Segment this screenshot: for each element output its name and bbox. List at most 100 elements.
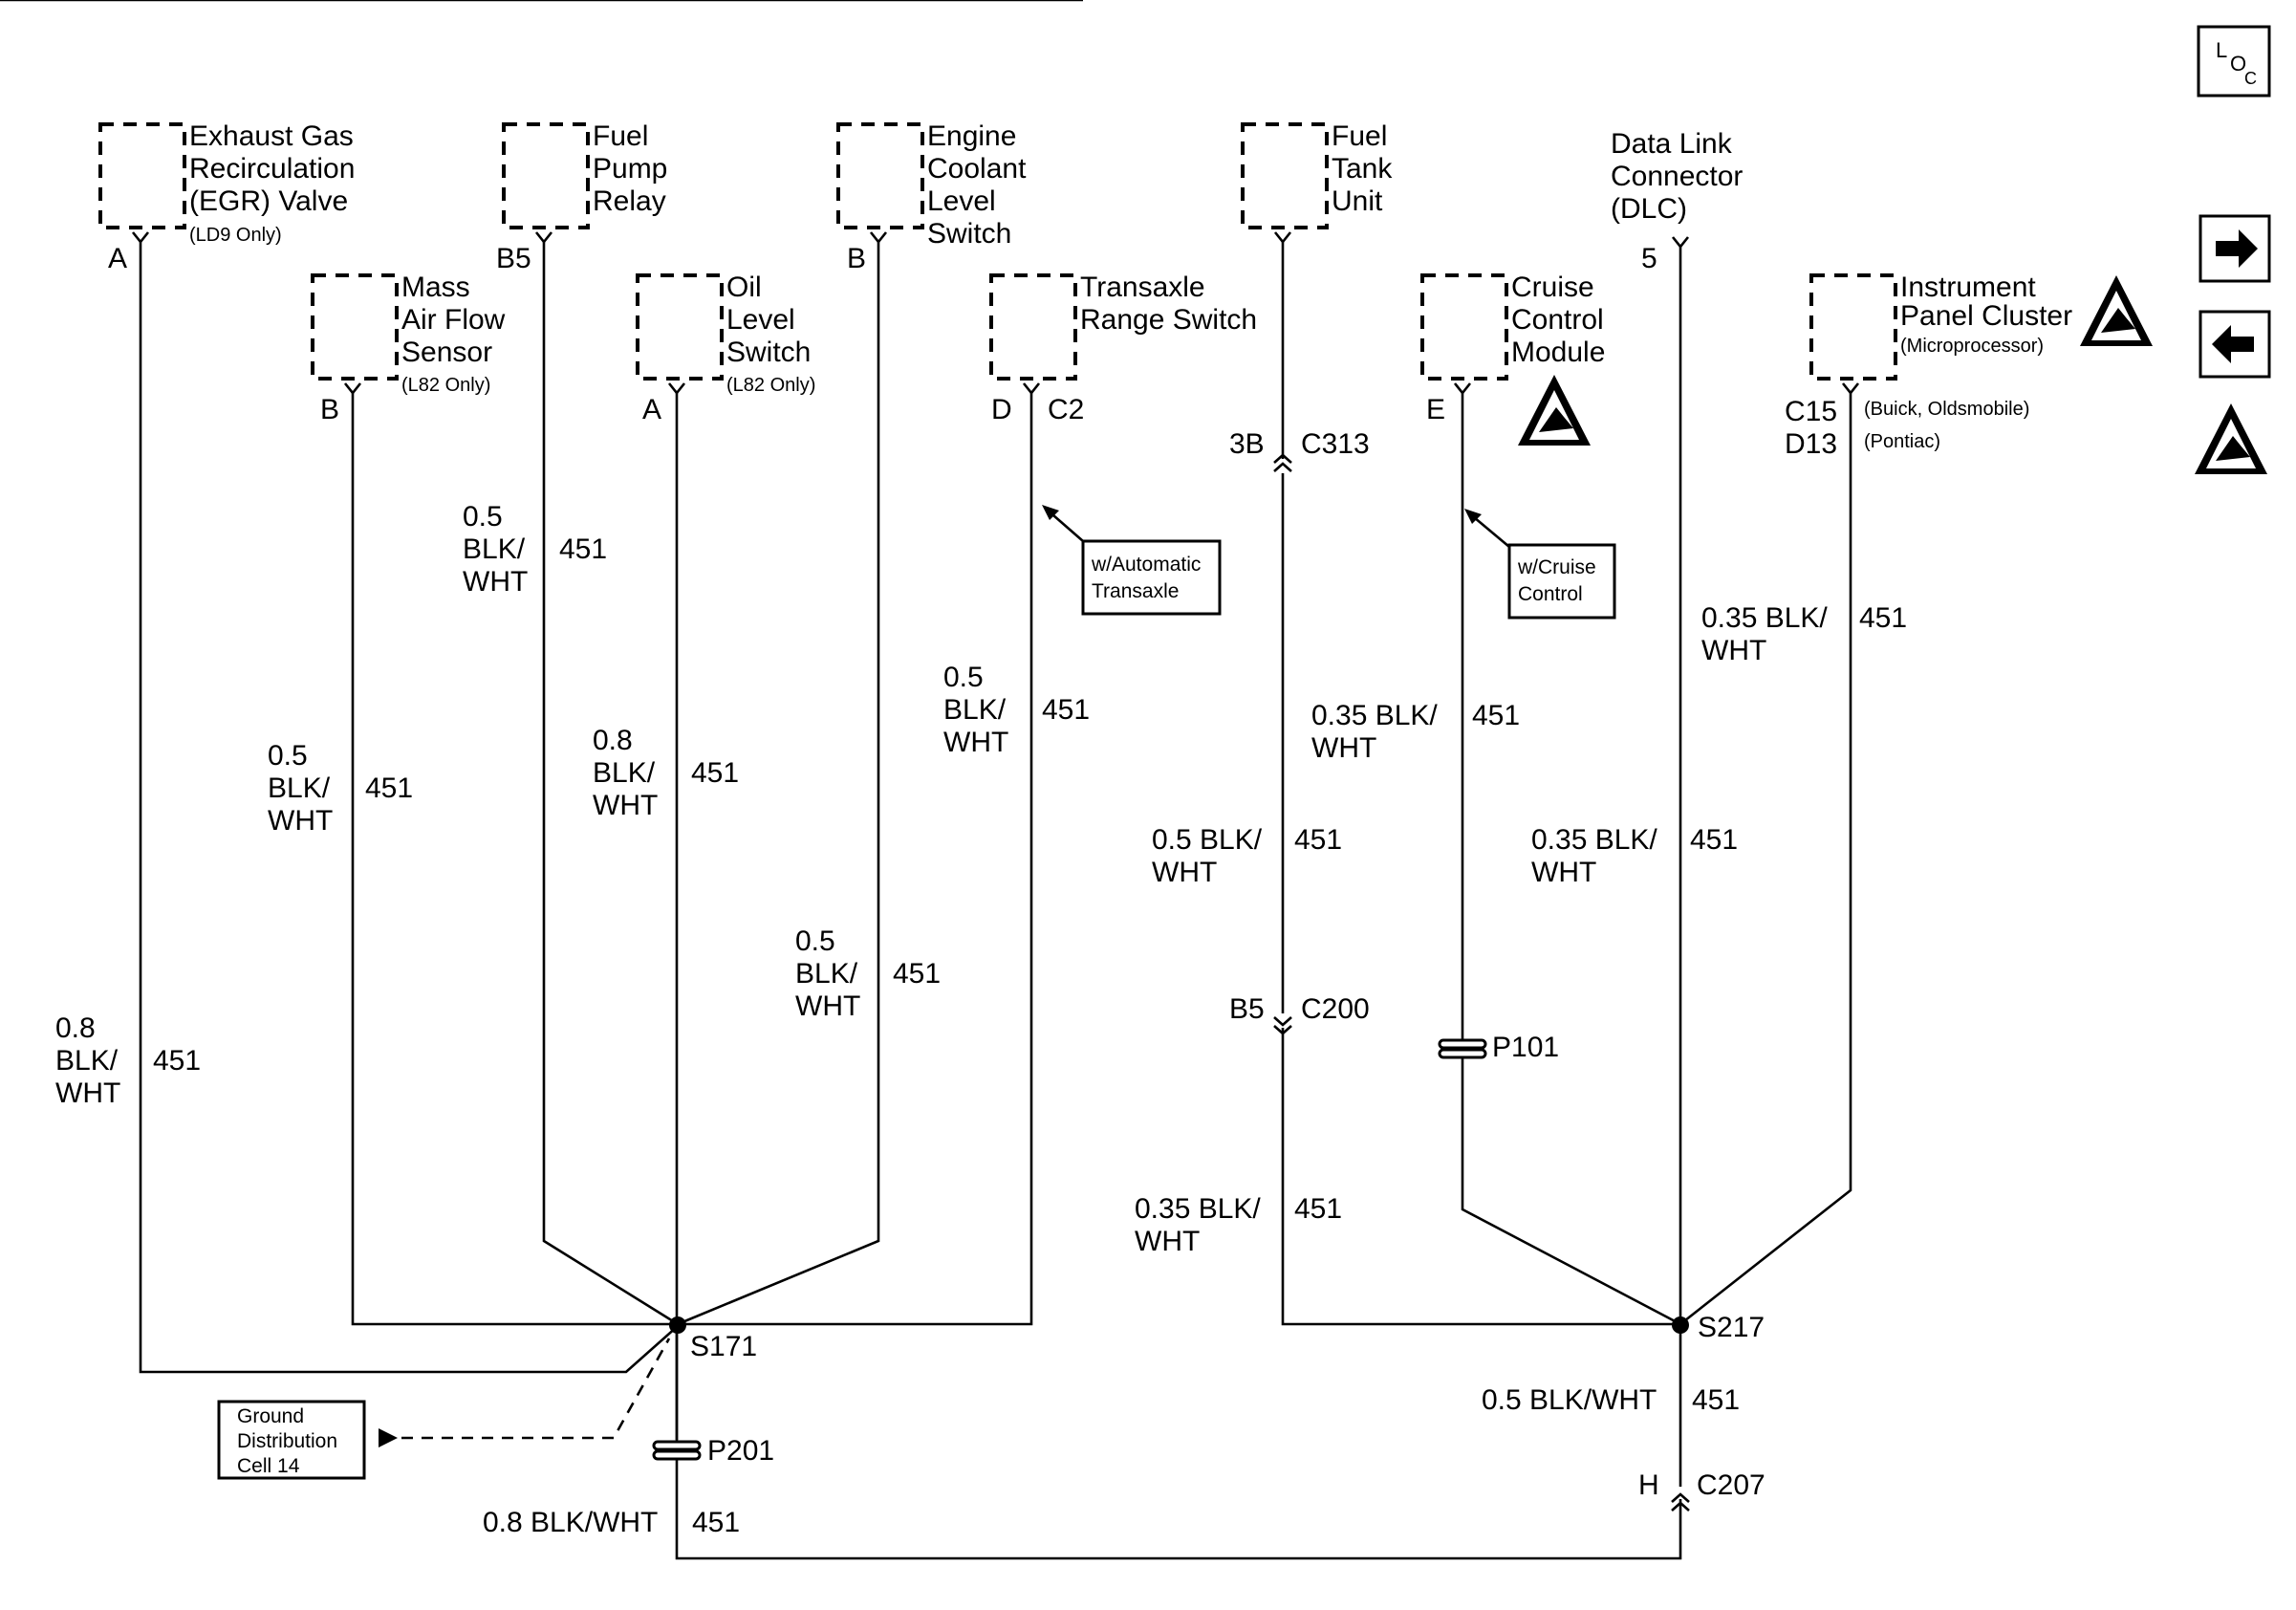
arrow-left-icon[interactable] — [2199, 310, 2271, 379]
transaxle-wire-circuit: 451 — [1042, 694, 1090, 726]
ground-note-1: Ground — [237, 1405, 304, 1427]
auto-trans-note-1: w/Automatic — [1091, 554, 1201, 576]
oil-wire-color-1: BLK/ — [593, 757, 656, 789]
egr-wire-color-1: BLK/ — [55, 1045, 119, 1077]
c313-pin: 3B — [1229, 428, 1265, 460]
fuel-tank-upper-circuit: 451 — [1294, 824, 1342, 856]
fuel-pump-pin: B5 — [496, 243, 531, 274]
cruise-wire-circuit: 451 — [1472, 700, 1520, 731]
transaxle-pin: D — [991, 394, 1012, 425]
ipc-pin-2: D13 — [1785, 428, 1837, 460]
oil-pin: A — [642, 394, 661, 425]
instrument-panel-cluster: Instrument Panel Cluster (Microprocessor… — [1785, 272, 2153, 460]
oil-wire-color-2: WHT — [593, 790, 658, 821]
transaxle-wire-color-1: BLK/ — [943, 694, 1007, 726]
transaxle-label-2: Range Switch — [1080, 304, 1257, 336]
dlc-label-1: Data Link — [1611, 128, 1733, 160]
svg-text:L: L — [2216, 38, 2227, 62]
fuel-pump-wire-color-1: BLK/ — [463, 533, 526, 565]
dlc-wire-circuit: 451 — [1690, 824, 1738, 856]
fuel-tank-label-3: Unit — [1332, 185, 1383, 217]
ipc-pin-note-2: (Pontiac) — [1864, 431, 1940, 452]
s171-label: S171 — [690, 1331, 757, 1362]
cruise-wire-1: 0.35 BLK/ — [1311, 700, 1438, 731]
oil-level-switch: Oil Level Switch (L82 Only) A — [636, 272, 815, 425]
egr-valve: Exhaust Gas Recirculation (EGR) Valve (L… — [98, 120, 355, 274]
coolant-label-2: Coolant — [927, 153, 1027, 185]
p201-name: P201 — [707, 1435, 774, 1467]
cruise-pin: E — [1426, 394, 1445, 425]
ipc-label-2: Panel Cluster — [1900, 300, 2072, 332]
egr-label-2: Recirculation — [189, 153, 355, 185]
fuel-tank-lower-circuit: 451 — [1294, 1193, 1342, 1225]
c200-pin: B5 — [1229, 993, 1265, 1025]
data-link-connector: Data Link Connector (DLC) 5 — [1611, 128, 1743, 274]
dlc-label-2: Connector — [1611, 161, 1743, 192]
coolant-pin: B — [847, 243, 866, 274]
loc-icon[interactable]: L O C — [2197, 25, 2271, 98]
note-cruise: w/Cruise Control — [1464, 509, 1616, 620]
connector-c200: B5 C200 — [1229, 993, 1370, 1035]
s217-label: S217 — [1698, 1312, 1765, 1343]
egr-wire-circuit: 451 — [153, 1045, 201, 1077]
p101-name: P101 — [1492, 1032, 1559, 1063]
esd-warning-icon — [1518, 375, 1591, 446]
note-ground-distribution: Ground Distribution Cell 14 — [217, 1338, 671, 1480]
esd-warning-icon — [2080, 275, 2153, 346]
auto-trans-note-2: Transaxle — [1092, 580, 1179, 602]
fuel-tank-lower-wire-1: 0.35 BLK/ — [1135, 1193, 1261, 1225]
connector-p101: P101 — [1438, 1032, 1559, 1063]
engine-coolant-level-switch: Engine Coolant Level Switch B — [836, 120, 1027, 274]
bottom-wire-circuit: 451 — [692, 1507, 740, 1538]
splice-s217: S217 — [1672, 1312, 1765, 1343]
fuel-pump-wire-color-2: WHT — [463, 566, 528, 598]
oil-note: (L82 Only) — [726, 375, 815, 396]
cruise-control-module: Cruise Control Module E — [1420, 272, 1605, 446]
coolant-wire-color-1: BLK/ — [795, 958, 858, 990]
oil-label-3: Switch — [726, 337, 811, 368]
oil-wire-circuit: 451 — [691, 757, 739, 789]
cruise-label-2: Control — [1511, 304, 1604, 336]
maf-wire-color-2: WHT — [268, 805, 333, 837]
fuel-tank-lower-wire-2: WHT — [1135, 1226, 1200, 1257]
connector-c207: H C207 — [1638, 1469, 1765, 1512]
maf-pin: B — [320, 394, 339, 425]
cruise-note-2: Control — [1518, 583, 1583, 605]
fuel-tank-unit: Fuel Tank Unit — [1241, 120, 1393, 229]
fuel-tank-upper-wire-1: 0.5 BLK/ — [1152, 824, 1263, 856]
mass-air-flow-sensor: Mass Air Flow Sensor (L82 Only) B — [311, 272, 506, 425]
transaxle-label-1: Transaxle — [1080, 272, 1205, 303]
fuel-pump-label-1: Fuel — [593, 120, 648, 152]
fuel-pump-label-3: Relay — [593, 185, 666, 217]
connector-p201: P201 — [652, 1324, 774, 1467]
maf-label-1: Mass — [401, 272, 470, 303]
dlc-wire-2: WHT — [1531, 857, 1596, 888]
ground-note-2: Distribution — [237, 1430, 337, 1452]
transaxle-range-switch: Transaxle Range Switch D C2 — [989, 272, 1257, 425]
cruise-label-3: Module — [1511, 337, 1605, 368]
coolant-label-4: Switch — [927, 218, 1011, 250]
bottom-wire: 0.8 BLK/WHT — [483, 1507, 658, 1538]
ipc-pin-note-1: (Buick, Oldsmobile) — [1864, 399, 2029, 420]
oil-wire-size: 0.8 — [593, 725, 633, 756]
egr-wire-color-2: WHT — [55, 1077, 120, 1109]
egr-note: (LD9 Only) — [189, 225, 282, 246]
arrow-right-icon[interactable] — [2199, 214, 2271, 283]
esd-warning-icon — [2195, 403, 2267, 474]
egr-pin: A — [108, 243, 127, 274]
egr-label-3: (EGR) Valve — [189, 185, 348, 217]
oil-label-1: Oil — [726, 272, 762, 303]
cruise-wire-2: WHT — [1311, 732, 1376, 764]
connector-c313: 3B C313 — [1229, 428, 1370, 472]
fuel-tank-label-2: Tank — [1332, 153, 1393, 185]
coolant-wire-color-2: WHT — [795, 990, 860, 1022]
dlc-wire-1: 0.35 BLK/ — [1531, 824, 1657, 856]
wires — [139, 242, 1852, 1560]
ipc-wire-2: WHT — [1701, 635, 1766, 666]
maf-label-3: Sensor — [401, 337, 492, 368]
c207-name: C207 — [1697, 1469, 1765, 1501]
wire-labels: 0.8 BLK/ WHT 451 0.5 BLK/ WHT 451 0.5 BL… — [55, 501, 1907, 1538]
c200-name: C200 — [1301, 993, 1370, 1025]
fuel-pump-relay: Fuel Pump Relay B5 — [496, 120, 667, 274]
